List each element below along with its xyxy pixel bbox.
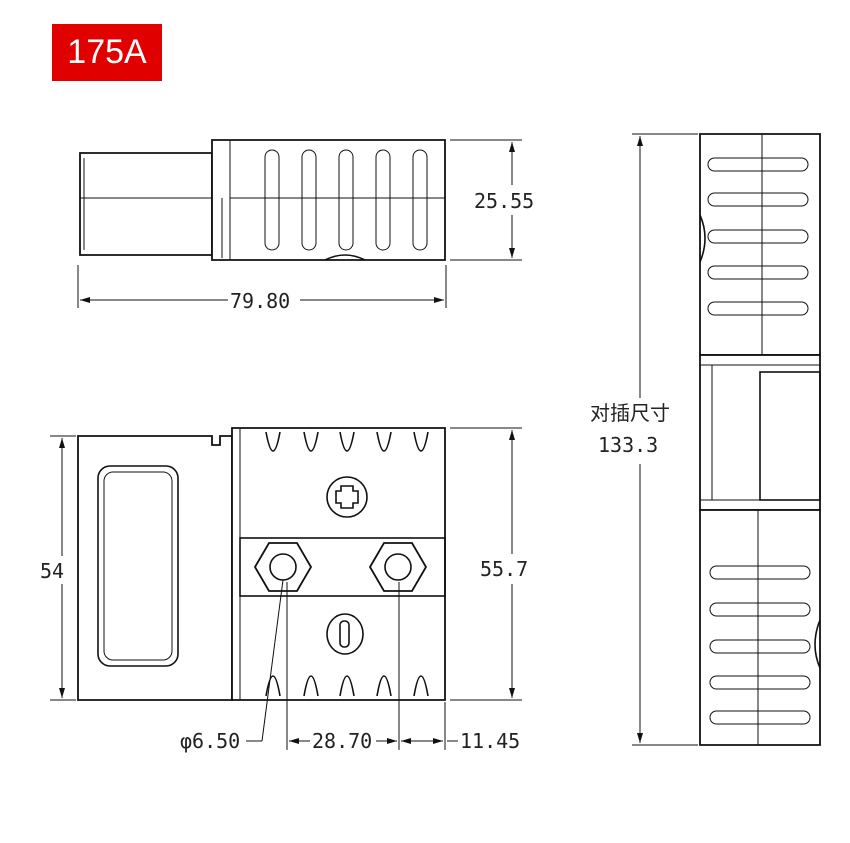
front-view: 54 55.7 φ6.50 28.70 11.45: [36, 427, 538, 753]
overall-size-label: 对插尺寸: [590, 401, 670, 425]
dim-top-height: 25.55: [474, 189, 534, 213]
overall-size-value: 133.3: [598, 433, 658, 457]
left-hex-nut: [253, 542, 313, 592]
right-hex-nut: [368, 542, 428, 592]
rating-badge: 175A: [52, 24, 162, 81]
dim-edge-offset: 11.45: [460, 729, 520, 753]
side-view: 对插尺寸 133.3: [584, 133, 821, 746]
dim-top-length: 79.80: [230, 289, 290, 313]
dim-front-right-height: 55.7: [480, 557, 528, 581]
rating-badge-label: 175A: [67, 33, 147, 71]
dim-hole-spacing: 28.70: [312, 729, 372, 753]
dim-hole-diameter: φ6.50: [180, 729, 240, 753]
dim-front-left-height: 54: [40, 559, 64, 583]
top-view: 25.55 79.80: [77, 139, 542, 314]
